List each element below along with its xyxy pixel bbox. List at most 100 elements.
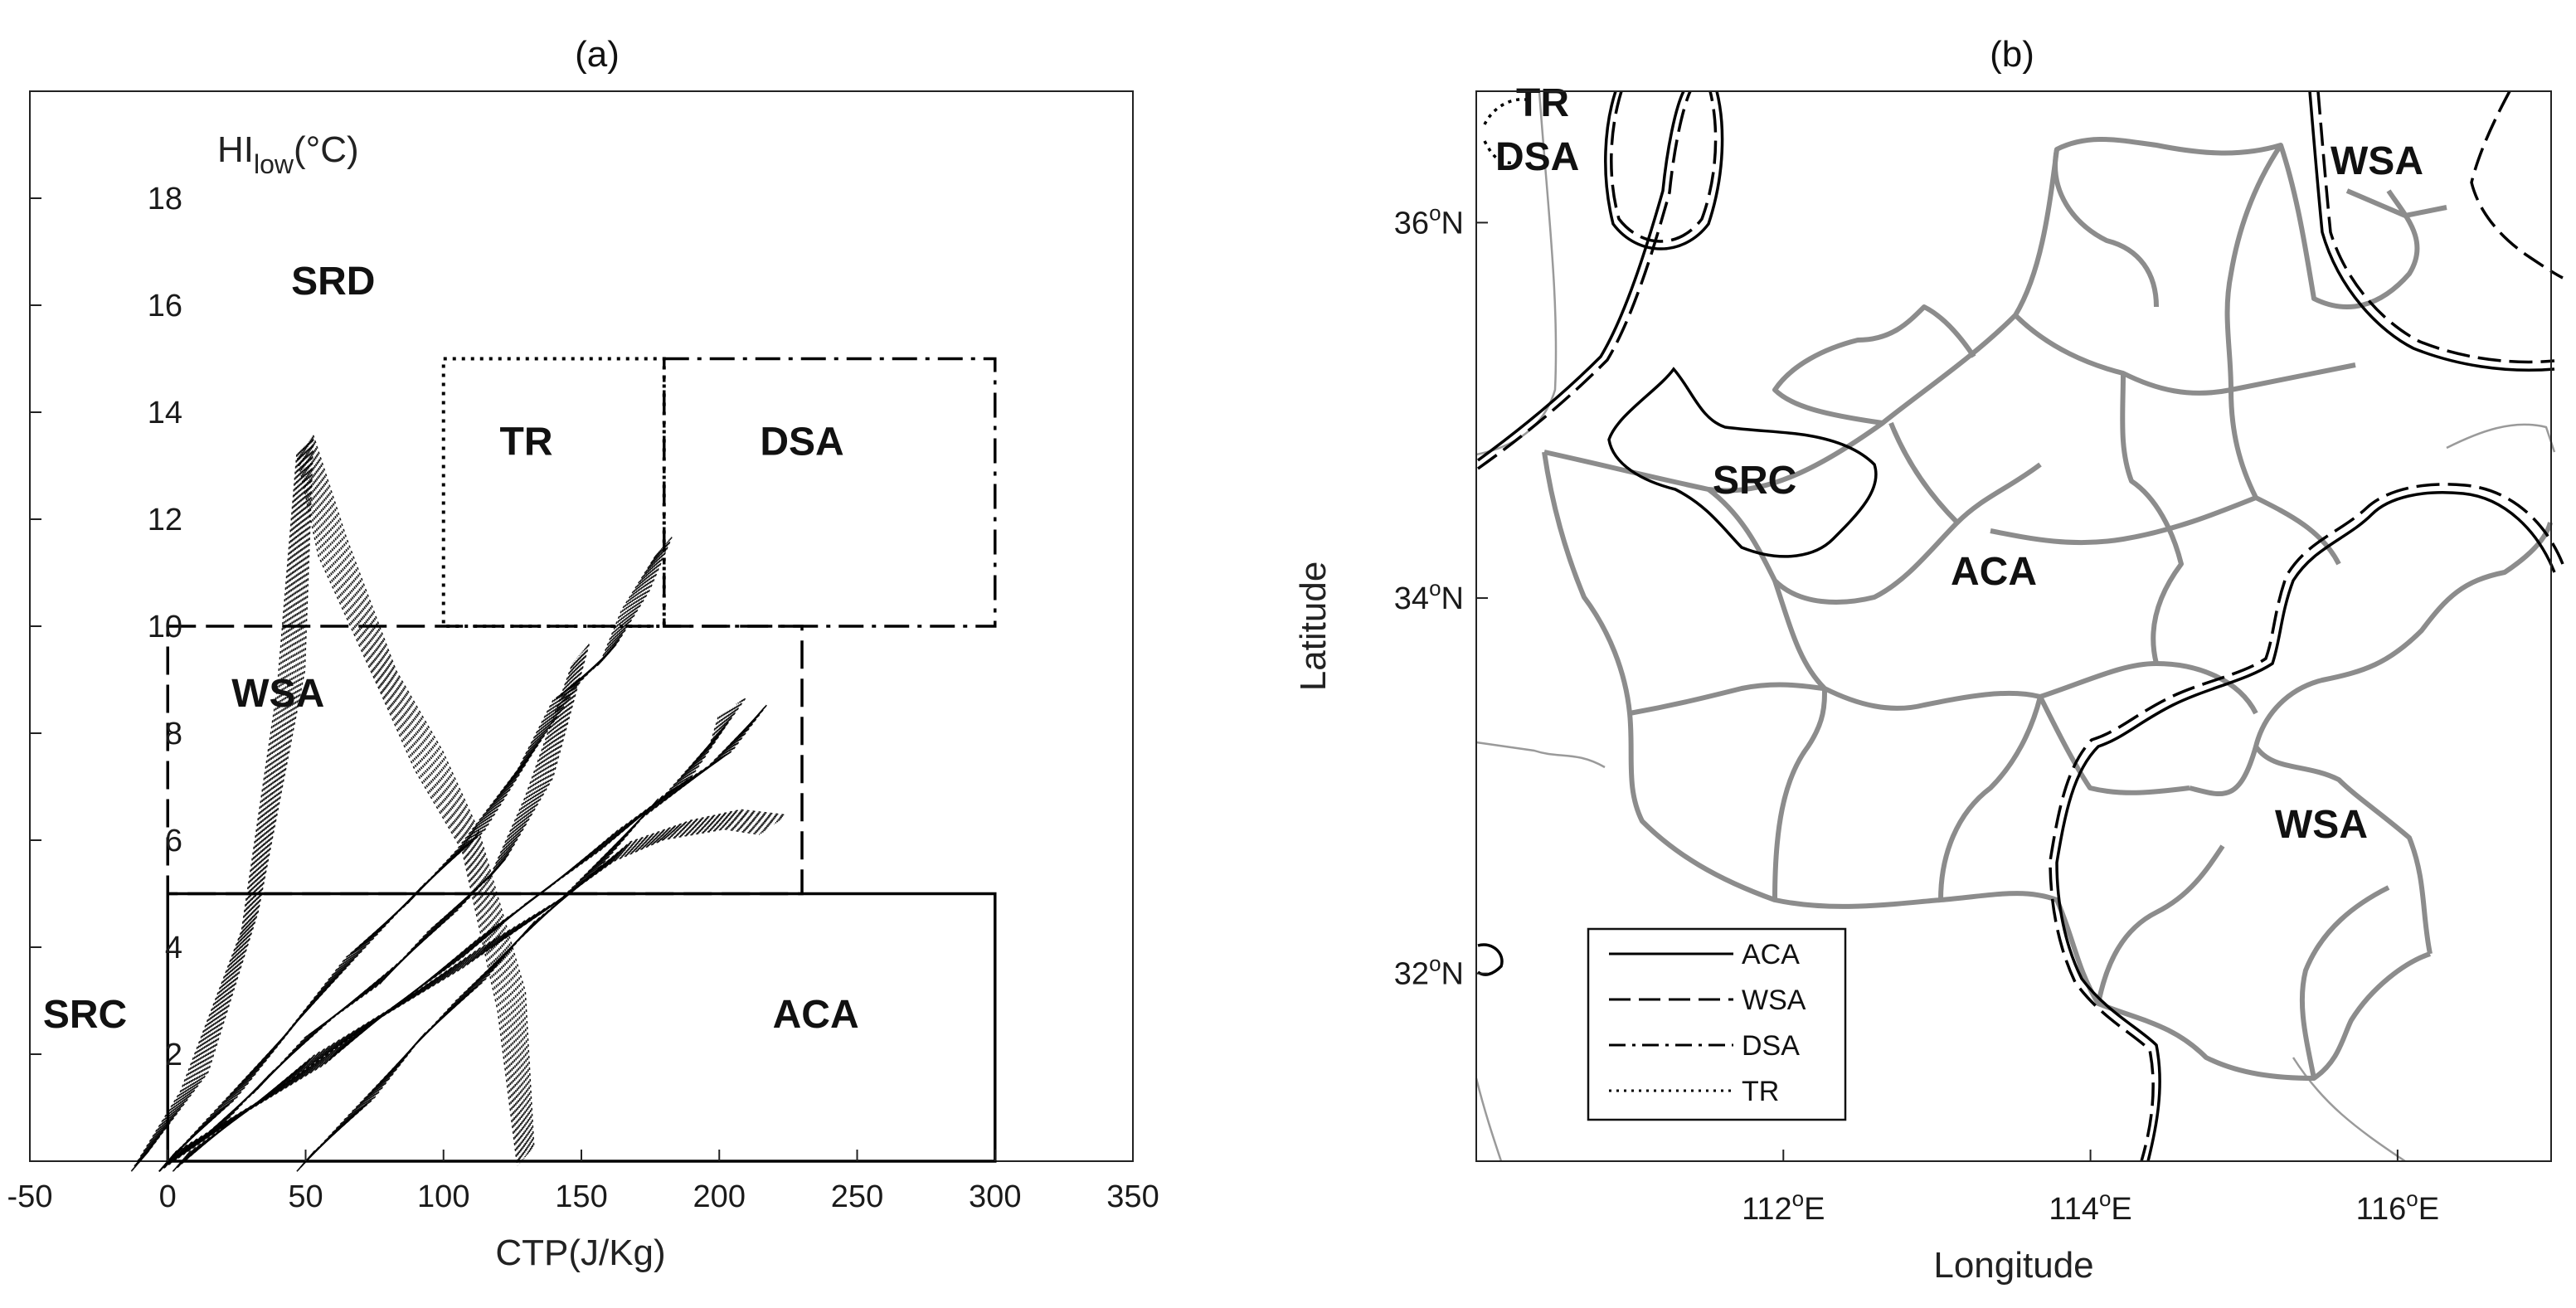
trajectory-trace (168, 651, 584, 1161)
y-tick-label: 18 (148, 182, 182, 216)
region-contours (1476, 90, 2564, 1162)
contour-wsa-ne-inner (2470, 90, 2564, 280)
trajectory-trace (133, 451, 521, 1169)
trajectory-trace (171, 540, 669, 1157)
x-tick-label: 300 (969, 1179, 1021, 1214)
trajectory-trace (172, 701, 741, 1157)
x-tick-label: 250 (831, 1179, 883, 1214)
y-tick-label: 8 (165, 717, 182, 751)
trajectory-trace (169, 703, 737, 1160)
panel-a-ylabel: HIlow(°C) (217, 129, 359, 179)
trajectory-trace (146, 436, 534, 1155)
x-tick-label: 50 (288, 1179, 323, 1214)
map-legend: ACA WSA DSA TR (1587, 927, 1847, 1121)
trajectory-trace (304, 712, 761, 1164)
trajectory-trace (185, 813, 782, 1157)
x-tick-label: 350 (1106, 1179, 1159, 1214)
region-label-srd: SRD (291, 260, 375, 304)
trajectory-trace (174, 537, 673, 1153)
trajectory-trace (165, 655, 581, 1165)
lat-tick-label: 36oN (1394, 200, 1464, 241)
trajectory-trace (130, 454, 518, 1172)
panel-b-plot-frame (1475, 90, 2552, 1162)
trajectory-trace (184, 814, 780, 1159)
region-label-tr: TR (500, 421, 553, 464)
trajectory-trace (140, 442, 528, 1160)
region-label-dsa: DSA (760, 421, 843, 464)
trajectory-trace (188, 809, 788, 1153)
lon-tick-label: 116oE (2356, 1186, 2439, 1227)
trajectory-trace (306, 710, 763, 1161)
legend-box (1587, 927, 1847, 1121)
county-boundaries (1542, 137, 2553, 1081)
contour-sw-blob (1476, 943, 1504, 976)
map-label-dsa: DSA (1495, 135, 1579, 179)
trajectory-trace (175, 644, 590, 1153)
contour-tr-corner (1483, 98, 1527, 164)
trajectory-trace (132, 453, 520, 1171)
map-area: TR DSA WSA SRC ACA WSA ACA WSA DSA TR (1475, 81, 2564, 1163)
trajectory-trace (136, 448, 524, 1166)
trajectory-trace (182, 816, 777, 1161)
contour-aca-se (2055, 490, 2556, 1162)
map-region-labels: TR DSA WSA SRC ACA WSA (1495, 81, 2423, 847)
trajectory-trace (141, 441, 529, 1160)
trajectory-trace (170, 542, 668, 1158)
panel-a-regions (166, 357, 997, 1163)
map-label-aca: ACA (1951, 550, 2037, 594)
trajectory-trace (173, 539, 671, 1155)
trajectory-trace (170, 702, 740, 1159)
x-tick-label: -50 (7, 1179, 53, 1214)
panel-b-xlabel: Longitude (1933, 1245, 2093, 1286)
map-label-tr: TR (1516, 81, 1569, 125)
contour-aca-nw (1476, 90, 1685, 462)
trajectory-trace (177, 823, 768, 1167)
lon-tick-label: 114oE (2049, 1186, 2131, 1227)
y-tick-label: 4 (165, 931, 182, 965)
map-label-wsa-ne: WSA (2331, 139, 2423, 183)
legend-label-aca: ACA (1742, 939, 1800, 970)
legend-label-tr: TR (1742, 1076, 1779, 1107)
ylabel-main: HI (217, 129, 254, 170)
region-box-dsa (663, 357, 997, 628)
trajectory-trace (183, 815, 779, 1160)
trajectory-trace (187, 811, 784, 1155)
y-tick-label: 6 (165, 824, 182, 858)
trajectory-trace (313, 702, 770, 1153)
trajectory-trace (178, 820, 771, 1165)
panel-a-xlabel: CTP(J/Kg) (495, 1233, 665, 1273)
map-label-src: SRC (1713, 459, 1796, 503)
trajectory-trace (139, 444, 527, 1162)
trajectory-trace (173, 537, 672, 1155)
trajectory-trace (187, 810, 786, 1155)
x-tick-label: 0 (159, 1179, 177, 1214)
trajectory-trace (143, 440, 531, 1158)
trajectory-trace (143, 439, 532, 1157)
contour-wsa-north (1610, 90, 1718, 243)
trajectory-trace (177, 821, 770, 1166)
region-label-wsa: WSA (231, 672, 324, 716)
trajectory-trace (170, 649, 586, 1159)
trajectory-trace (180, 819, 773, 1164)
panel-b-ylabel: Latitude (1293, 562, 1334, 692)
trajectory-trace (175, 697, 746, 1153)
trajectory-trace (173, 644, 589, 1155)
trajectory-trace (172, 647, 587, 1157)
contour-wsa-nw (1476, 90, 1692, 470)
panel-a-title: (a) (575, 34, 620, 75)
panel-b-title: (b) (1990, 34, 2034, 75)
region-label-aca: ACA (773, 993, 859, 1037)
ylabel-unit: (°C) (294, 129, 359, 170)
panel-b: (b) (1293, 34, 2564, 1286)
trajectory-trace (304, 711, 761, 1162)
x-tick-label: 100 (417, 1179, 469, 1214)
contour-wsa-se (2049, 483, 2564, 1162)
contour-wsa-ne (2316, 90, 2555, 364)
y-tick-label: 14 (148, 396, 182, 430)
